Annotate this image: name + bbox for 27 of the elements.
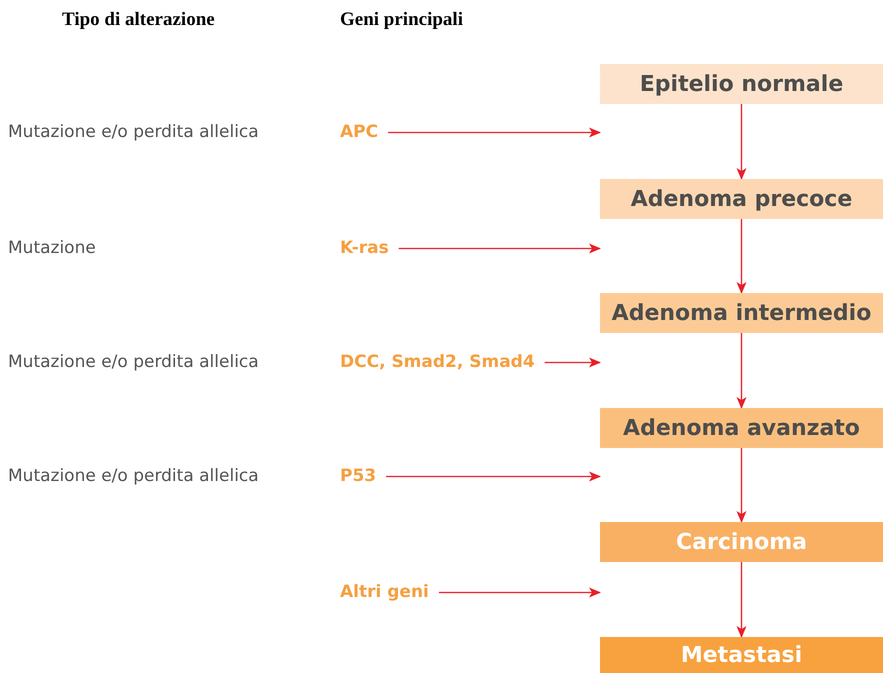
arrow	[736, 219, 746, 294]
column-header: Tipo di alterazione	[62, 10, 215, 29]
arrow	[736, 448, 746, 523]
alteration-type: Mutazione e/o perdita allelica	[8, 468, 259, 485]
stage-box: Carcinoma	[600, 522, 883, 562]
alteration-type: Mutazione e/o perdita allelica	[8, 354, 259, 371]
stage-box: Metastasi	[600, 637, 883, 673]
stage-box: Adenoma avanzato	[600, 408, 883, 448]
arrow	[736, 562, 746, 638]
arrow	[398, 244, 601, 254]
alteration-type: Mutazione e/o perdita allelica	[8, 124, 259, 141]
arrow	[736, 333, 746, 409]
gene-name: APC	[340, 124, 378, 141]
stage-box: Adenoma intermedio	[600, 293, 883, 333]
arrow	[388, 128, 601, 138]
arrow	[386, 472, 601, 482]
column-header: Geni principali	[340, 10, 463, 29]
arrow	[736, 104, 746, 180]
alteration-type: Mutazione	[8, 240, 96, 257]
arrow	[438, 588, 601, 598]
stage-box: Epitelio normale	[600, 64, 883, 104]
gene-name: P53	[340, 468, 376, 485]
stage-box: Adenoma precoce	[600, 179, 883, 219]
gene-name: DCC, Smad2, Smad4	[340, 354, 535, 371]
arrow	[544, 358, 601, 368]
gene-name: K-ras	[340, 240, 389, 257]
gene-name: Altri geni	[340, 584, 429, 601]
